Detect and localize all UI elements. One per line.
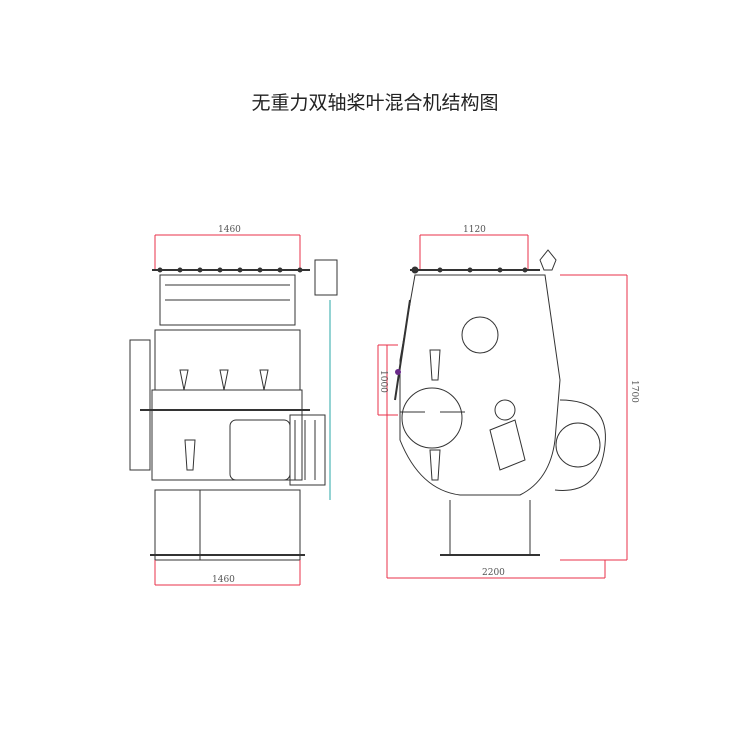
side-height-dimension [560,274,628,561]
side-inner-height-dimension [377,344,398,416]
side-top-width-label: 1120 [463,225,486,235]
side-bottom-width-label: 2200 [482,568,505,578]
side-inner-height-label: 1000 [378,370,388,393]
side-bottom-dimension [386,345,606,579]
diagram-title: 无重力双轴桨叶混合机结构图 [251,92,499,114]
front-bottom-dimension [154,560,301,586]
front-top-width-label: 1460 [218,225,241,235]
front-view [129,234,338,586]
side-top-dimension [419,234,529,270]
side-height-label: 1700 [629,380,639,403]
front-bottom-width-label: 1460 [212,575,235,585]
side-view [377,234,628,579]
front-top-dimension [154,234,301,270]
